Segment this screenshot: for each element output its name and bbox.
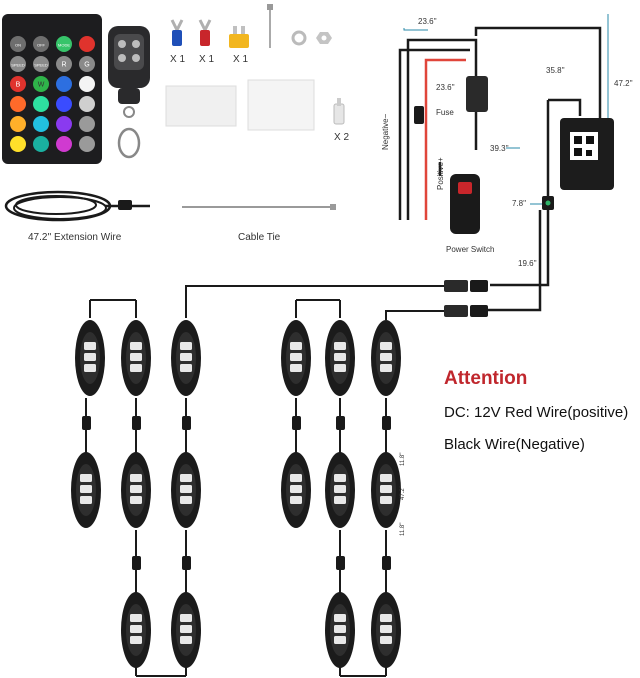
blue-spade-terminal: [170, 19, 184, 46]
remote-button-label: MODE: [58, 43, 70, 48]
connector-qty: X 2: [334, 132, 350, 143]
screw-bolt: [267, 4, 273, 48]
remote-button-label: B: [16, 82, 21, 89]
remote-button-label: W: [38, 82, 45, 89]
remote-control: ON OFF MODE SPEED SPEED R G B W: [2, 14, 102, 164]
remote-button: [56, 56, 72, 72]
remote-button: [79, 96, 95, 112]
attention-line-2: Black Wire(Negative): [444, 436, 585, 453]
red-spade-terminal: [198, 19, 212, 46]
extension-wire-coil: [4, 190, 150, 222]
rock-light-pod: [281, 320, 311, 396]
remote-button-label: G: [84, 62, 89, 69]
remote-button: [33, 36, 49, 52]
rock-light-pods: [71, 320, 401, 668]
rock-light-pod: [371, 320, 401, 396]
rock-light-pod: [171, 320, 201, 396]
inline-connectors: [82, 416, 391, 570]
remote-button: [10, 36, 26, 52]
label-power-switch: Power Switch: [446, 245, 494, 254]
remote-button: [33, 96, 49, 112]
inline-plug: [466, 76, 488, 112]
remote-button: [56, 96, 72, 112]
rock-light-pod: [121, 592, 151, 668]
power-switch: [450, 174, 480, 234]
label-negative: Negative−: [381, 113, 390, 150]
dimension-guides: [403, 14, 609, 205]
remote-button: [56, 76, 72, 92]
extension-wire-label: 47.2'' Extension Wire: [28, 232, 122, 243]
adhesive-pad-large: [247, 79, 315, 131]
label-fuse: Fuse: [436, 108, 454, 117]
remote-button: [56, 36, 72, 52]
nut: [316, 32, 332, 44]
label-23-6-mid: 23.6'': [436, 83, 455, 92]
remote-button: [33, 136, 49, 152]
washer: [291, 30, 307, 46]
remote-button: [10, 96, 26, 112]
rock-light-pod: [171, 452, 201, 528]
rock-light-pod: [371, 452, 401, 528]
label-35-8: 35.8'': [546, 66, 565, 75]
remote-button-label: ON: [15, 43, 21, 48]
output-plug-2: [470, 305, 488, 317]
remote-button: [79, 36, 95, 52]
key-fob-remote: [108, 26, 150, 159]
rock-light-pod: [325, 452, 355, 528]
positive-red-wire: [424, 58, 466, 220]
label-positive: Positive+: [436, 157, 445, 190]
output-plug-1: [470, 280, 488, 292]
remote-button: [10, 116, 26, 132]
rock-light-pod: [121, 320, 151, 396]
rock-light-pod: [325, 592, 355, 668]
remote-button: [79, 116, 95, 132]
label-39-3: 39.3'': [490, 144, 509, 153]
terminal-qty-2: X 1: [199, 54, 215, 65]
rock-light-pod: [71, 452, 101, 528]
label-47-2: 47.2'': [614, 79, 633, 88]
rock-light-pod: [325, 320, 355, 396]
rock-light-pod: [75, 320, 105, 396]
rock-light-pod: [371, 592, 401, 668]
label-23-6-top: 23.6'': [418, 17, 437, 26]
remote-button-label: SPEED: [34, 63, 48, 68]
remote-button: [56, 116, 72, 132]
label-7-8: 7.8'': [512, 199, 527, 208]
remote-button: [10, 56, 26, 72]
adhesive-pad-small: [165, 85, 237, 127]
main-harness: [398, 26, 602, 312]
remote-button: [33, 76, 49, 92]
fuse-holder: [414, 106, 424, 124]
bluetooth-control-box: [560, 118, 614, 190]
pod-label-c: 11.8'': [400, 522, 406, 536]
remote-button: [79, 136, 95, 152]
rock-light-pod: [171, 592, 201, 668]
remote-button: [79, 76, 95, 92]
remote-button: [10, 136, 26, 152]
remote-button: [33, 56, 49, 72]
remote-button: [79, 56, 95, 72]
remote-button: [33, 116, 49, 132]
fuse: [229, 26, 249, 48]
remote-button-grid: ON OFF MODE SPEED SPEED R G B W: [10, 36, 95, 152]
remote-button-label: R: [61, 62, 66, 69]
pod-label-a: 11.8'': [400, 452, 406, 466]
rock-light-pod: [121, 452, 151, 528]
remote-button-label: OFF: [37, 43, 46, 48]
cable-tie-label: Cable Tie: [238, 232, 281, 243]
pod-label-b: 47.2'': [400, 486, 406, 500]
rock-light-pod: [281, 452, 311, 528]
fuse-qty: X 1: [233, 54, 249, 65]
remote-button: [10, 76, 26, 92]
remote-button-label: SPEED: [11, 63, 25, 68]
label-19-6: 19.6'': [518, 259, 537, 268]
remote-button: [56, 136, 72, 152]
attention-title: Attention: [444, 368, 528, 389]
terminal-qty-1: X 1: [170, 54, 186, 65]
wire-connector: [333, 98, 345, 125]
attention-line-1: DC: 12V Red Wire(positive): [444, 404, 629, 421]
